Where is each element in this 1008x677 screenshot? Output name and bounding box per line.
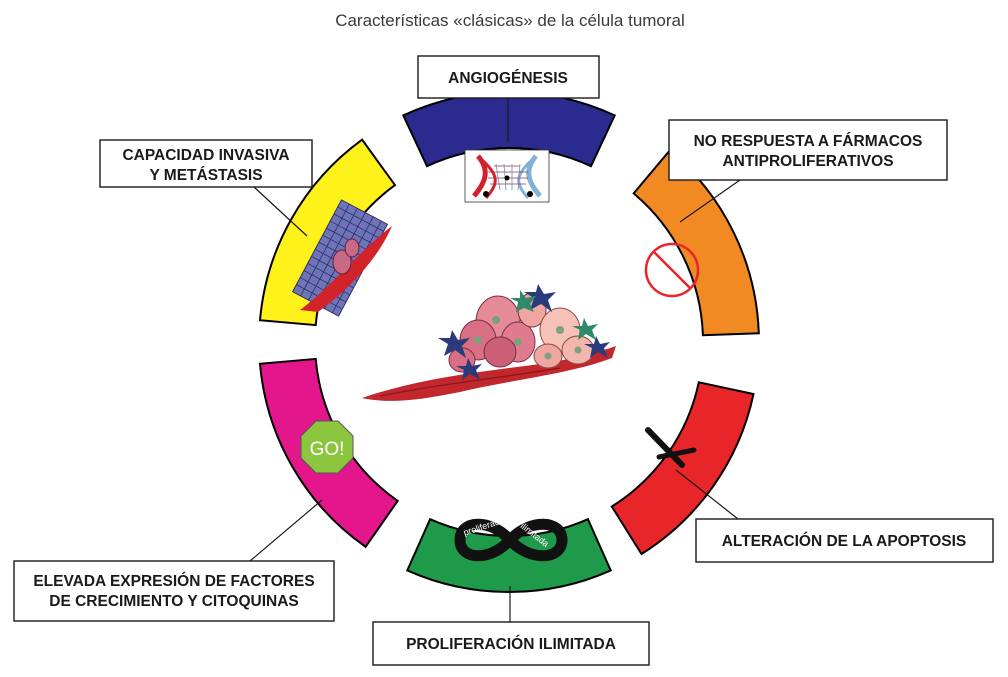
apoptosis-segment — [610, 381, 755, 556]
prohibited-icon — [644, 242, 700, 298]
blood-vessel-icon — [464, 149, 550, 203]
tilted-cross-icon — [645, 427, 697, 468]
growth-factors-label-line1: ELEVADA EXPRESIÓN DE FACTORES — [33, 572, 314, 590]
invasive-label-line1: CAPACIDAD INVASIVA — [122, 147, 289, 164]
proliferation-segment — [405, 517, 613, 594]
octagon-go-icon: GO! — [300, 420, 354, 474]
label-no-response: NO RESPUESTA A FÁRMACOS ANTIPROLIFERATIV… — [668, 119, 948, 223]
label-angiogenesis: ANGIOGÉNESIS — [417, 55, 600, 142]
tumor-cells-icon — [362, 284, 616, 401]
extracellular-matrix-icon — [291, 199, 392, 317]
label-invasive: CAPACIDAD INVASIVA Y METÁSTASIS — [99, 139, 313, 237]
go-sign-text: GO! — [310, 439, 345, 460]
hallmarks-ring — [258, 91, 760, 594]
growth-factors-label-line2: DE CRECIMIENTO Y CITOQUINAS — [49, 593, 298, 610]
no-response-label-line1: NO RESPUESTA A FÁRMACOS — [694, 133, 923, 150]
invasive-label-line2: Y METÁSTASIS — [149, 167, 262, 184]
label-growth-factors: ELEVADA EXPRESIÓN DE FACTORES DE CRECIMI… — [13, 499, 335, 622]
apoptosis-label: ALTERACIÓN DE LA APOPTOSIS — [722, 532, 967, 550]
diagram-title: Características «clásicas» de la célula … — [335, 11, 685, 30]
angiogenesis-label: ANGIOGÉNESIS — [448, 70, 568, 87]
label-apoptosis: ALTERACIÓN DE LA APOPTOSIS — [675, 469, 994, 563]
proliferation-label: PROLIFERACIÓN ILIMITADA — [406, 635, 616, 653]
label-proliferation: PROLIFERACIÓN ILIMITADA — [372, 586, 650, 666]
no-response-label-line2: ANTIPROLIFERATIVOS — [722, 153, 893, 170]
